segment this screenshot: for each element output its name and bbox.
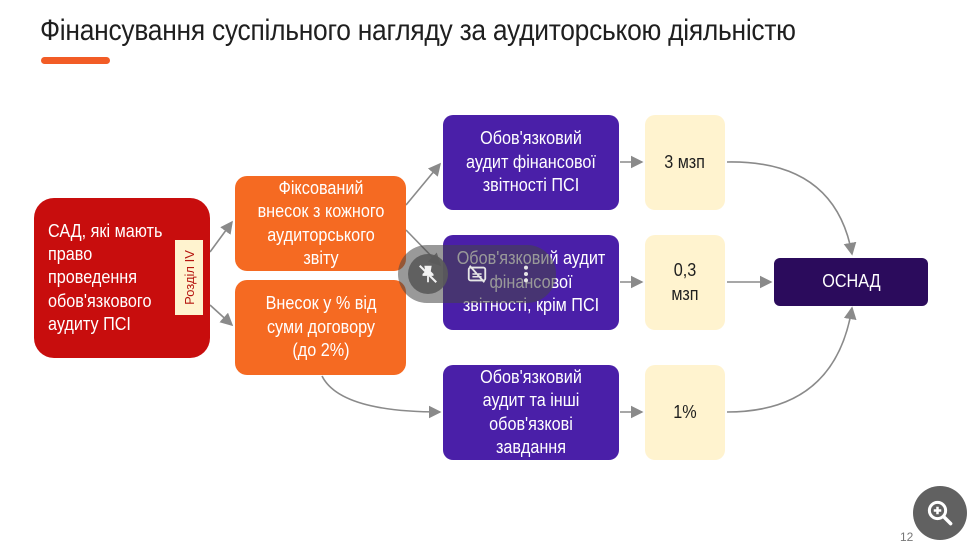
- zoom-button[interactable]: [913, 486, 967, 540]
- arrow-source-fixed: [209, 220, 233, 253]
- section-tag-label: Розділ IV: [181, 250, 197, 305]
- rate-box-3: 1%: [645, 365, 725, 460]
- arrow-source-percent: [209, 304, 234, 327]
- arrow-fixed-service1: [405, 162, 442, 206]
- source-box: САД, які мають право проведення обов'язк…: [34, 198, 210, 358]
- zoom-in-icon: [927, 500, 953, 526]
- arrow-rate3-target: [726, 306, 857, 413]
- service-1-label: Обов'язковий аудит фінансової звітності …: [466, 128, 596, 196]
- captions-off-button[interactable]: [457, 254, 497, 294]
- rate-3-label: 1%: [673, 401, 697, 422]
- rate-box-2: 0,3 мзп: [645, 235, 725, 330]
- pin-off-button[interactable]: [408, 254, 449, 294]
- percent-fee-box: Внесок у % від суми договору (до 2%): [235, 280, 406, 375]
- fixed-fee-label: Фіксований внесок з кожного аудиторськог…: [257, 177, 384, 268]
- rate-box-1: 3 мзп: [645, 115, 725, 210]
- source-box-label: САД, які мають право проведення обов'язк…: [48, 220, 163, 335]
- target-box: ОСНАД: [774, 258, 928, 306]
- video-overlay-toolbar: [398, 245, 556, 303]
- service-box-1: Обов'язковий аудит фінансової звітності …: [443, 115, 619, 210]
- captions-off-icon: [467, 265, 487, 283]
- page-title: Фінансування суспільного нагляду за ауди…: [40, 14, 796, 47]
- target-label: ОСНАД: [821, 271, 881, 292]
- rate-2-label: 0,3 мзп: [671, 260, 699, 304]
- more-options-button[interactable]: [506, 254, 546, 294]
- section-tag: Розділ IV: [175, 240, 203, 315]
- service-3-label: Обов'язковий аудит та інші обов'язкові з…: [480, 366, 582, 457]
- more-vertical-icon: [523, 265, 528, 283]
- percent-fee-label: Внесок у % від суми договору (до 2%): [265, 293, 376, 361]
- pin-off-icon: [419, 265, 438, 283]
- page-number: 12: [900, 530, 914, 544]
- arrow-percent-service3: [321, 375, 442, 419]
- rate-1-label: 3 мзп: [664, 151, 706, 172]
- title-underline: [41, 57, 110, 64]
- arrow-rate1-target: [726, 161, 857, 256]
- service-box-3: Обов'язковий аудит та інші обов'язкові з…: [443, 365, 619, 460]
- fixed-fee-box: Фіксований внесок з кожного аудиторськог…: [235, 176, 406, 271]
